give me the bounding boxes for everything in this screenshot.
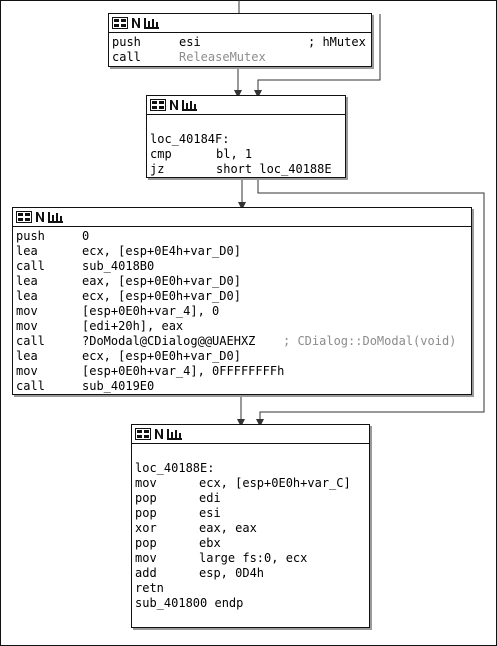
- mnemonic: lea: [16, 289, 38, 303]
- operand: esi: [199, 506, 221, 520]
- operand: sub_4018B0: [82, 259, 155, 273]
- mnemonic: lea: [16, 244, 38, 258]
- mnemonic: call: [16, 259, 45, 273]
- operand: ReleaseMutex: [179, 50, 266, 64]
- asm-line[interactable]: retn: [135, 581, 369, 596]
- operand: 0: [82, 229, 90, 243]
- operand: eax, eax: [199, 521, 257, 535]
- operand: esi: [179, 35, 201, 49]
- asm-line[interactable]: lea ecx, [esp+0E0h+var_D0]: [16, 349, 471, 364]
- asm-line[interactable]: call ReleaseMutex: [112, 50, 371, 65]
- operand: bl, 1: [216, 147, 253, 161]
- asm-line[interactable]: call sub_4018B0: [16, 259, 471, 274]
- node-name-icon: [132, 18, 140, 28]
- asm-line[interactable]: pop edi: [135, 491, 369, 506]
- code-block-domodal[interactable]: push 0 lea ecx, [esp+0E4h+var_D0] call sub_…: [12, 207, 472, 395]
- mnemonic: pop: [135, 491, 157, 505]
- node-header: [109, 14, 371, 33]
- mnemonic: push: [112, 35, 141, 49]
- operand: esp, 0D4h: [199, 566, 265, 580]
- asm-line[interactable]: call sub_4019E0: [16, 379, 471, 394]
- asm-line[interactable]: add esp, 0D4h: [135, 566, 369, 581]
- mnemonic: sub_401800 endp: [135, 596, 244, 610]
- asm-line[interactable]: call ?DoModal@CDialog@@UAEHXZ ; CDialog::D…: [16, 334, 471, 349]
- code-block-loc-40184f[interactable]: loc_40184F: cmp bl, 1 jz short loc_40188E: [146, 95, 346, 178]
- operand: short loc_40188E: [216, 162, 332, 176]
- operand: eax, [esp+0E0h+var_D0]: [82, 274, 241, 288]
- graph-view-icon: [150, 99, 166, 111]
- code-label[interactable]: loc_40184F:: [150, 132, 345, 147]
- operand: sub_4019E0: [82, 379, 155, 393]
- asm-line[interactable]: cmp bl, 1: [150, 147, 345, 162]
- operand: edi: [199, 491, 221, 505]
- mnemonic: lea: [16, 274, 38, 288]
- operand: large fs:0, ecx: [199, 551, 308, 565]
- mnemonic: mov: [135, 551, 157, 565]
- asm-line[interactable]: push 0: [16, 229, 471, 244]
- node-header: [147, 96, 345, 115]
- operand: ebx: [199, 536, 221, 550]
- mnemonic: lea: [16, 349, 38, 363]
- asm-line[interactable]: lea ecx, [esp+0E4h+var_D0]: [16, 244, 471, 259]
- node-header: [13, 208, 471, 227]
- mnemonic: mov: [135, 476, 157, 490]
- asm-line[interactable]: lea ecx, [esp+0E0h+var_D0]: [16, 289, 471, 304]
- code-block-loc-40188e[interactable]: loc_40188E: mov ecx, [esp+0E0h+var_C] pop…: [131, 424, 370, 628]
- comment: ; hMutex: [308, 35, 366, 49]
- asm-line[interactable]: mov [esp+0E0h+var_4], 0FFFFFFFFh: [16, 364, 471, 379]
- asm-line[interactable]: mov [esp+0E0h+var_4], 0: [16, 304, 471, 319]
- code-block-release-mutex[interactable]: push esi ; hMutex call ReleaseMutex: [108, 13, 372, 67]
- mnemonic: call: [16, 334, 45, 348]
- mnemonic: cmp: [150, 147, 172, 161]
- mnemonic: mov: [16, 304, 38, 318]
- operand: ecx, [esp+0E4h+var_D0]: [82, 244, 241, 258]
- graph-view-icon: [112, 17, 128, 29]
- mnemonic: add: [135, 566, 157, 580]
- asm-line[interactable]: xor eax, eax: [135, 521, 369, 536]
- xrefs-icon: [182, 100, 197, 111]
- code-label[interactable]: loc_40188E:: [135, 461, 369, 476]
- node-header: [132, 425, 369, 444]
- edge-jz-to-loc40188e: [256, 177, 485, 427]
- asm-line[interactable]: push esi ; hMutex: [112, 35, 371, 50]
- asm-line[interactable]: mov ecx, [esp+0E0h+var_C]: [135, 476, 369, 491]
- mnemonic: pop: [135, 506, 157, 520]
- operand: [edi+20h], eax: [82, 319, 184, 333]
- mnemonic: xor: [135, 521, 157, 535]
- operand: ecx, [esp+0E0h+var_C]: [199, 476, 351, 490]
- operand: [esp+0E0h+var_4], 0: [82, 304, 220, 318]
- operand: ecx, [esp+0E0h+var_D0]: [82, 289, 241, 303]
- operand: ?DoModal@CDialog@@UAEHXZ: [82, 334, 256, 348]
- graph-view-icon: [16, 211, 32, 223]
- comment: ; CDialog::DoModal(void): [283, 334, 457, 348]
- mnemonic: mov: [16, 364, 38, 378]
- xrefs-icon: [144, 18, 159, 29]
- asm-line[interactable]: mov [edi+20h], eax: [16, 319, 471, 334]
- asm-line[interactable]: sub_401800 endp: [135, 596, 369, 611]
- asm-line[interactable]: pop esi: [135, 506, 369, 521]
- asm-line[interactable]: pop ebx: [135, 536, 369, 551]
- xrefs-icon: [167, 429, 182, 440]
- operand: [esp+0E0h+var_4], 0FFFFFFFFh: [82, 364, 285, 378]
- asm-line[interactable]: lea eax, [esp+0E0h+var_D0]: [16, 274, 471, 289]
- mnemonic: push: [16, 229, 45, 243]
- mnemonic: retn: [135, 581, 164, 595]
- node-name-icon: [36, 212, 44, 222]
- node-name-icon: [155, 429, 163, 439]
- mnemonic: call: [16, 379, 45, 393]
- node-name-icon: [170, 100, 178, 110]
- xrefs-icon: [48, 212, 63, 223]
- label-loc-40184f: loc_40184F:: [150, 132, 230, 146]
- asm-line[interactable]: mov large fs:0, ecx: [135, 551, 369, 566]
- mnemonic: call: [112, 50, 141, 64]
- edge-side-to-loc40184f: [254, 14, 381, 98]
- mnemonic: mov: [16, 319, 38, 333]
- label-loc-40188e: loc_40188E:: [135, 461, 215, 475]
- graph-view-icon: [135, 428, 151, 440]
- asm-line[interactable]: jz short loc_40188E: [150, 162, 345, 177]
- operand: ecx, [esp+0E0h+var_D0]: [82, 349, 241, 363]
- mnemonic: jz: [150, 162, 165, 176]
- mnemonic: pop: [135, 536, 157, 550]
